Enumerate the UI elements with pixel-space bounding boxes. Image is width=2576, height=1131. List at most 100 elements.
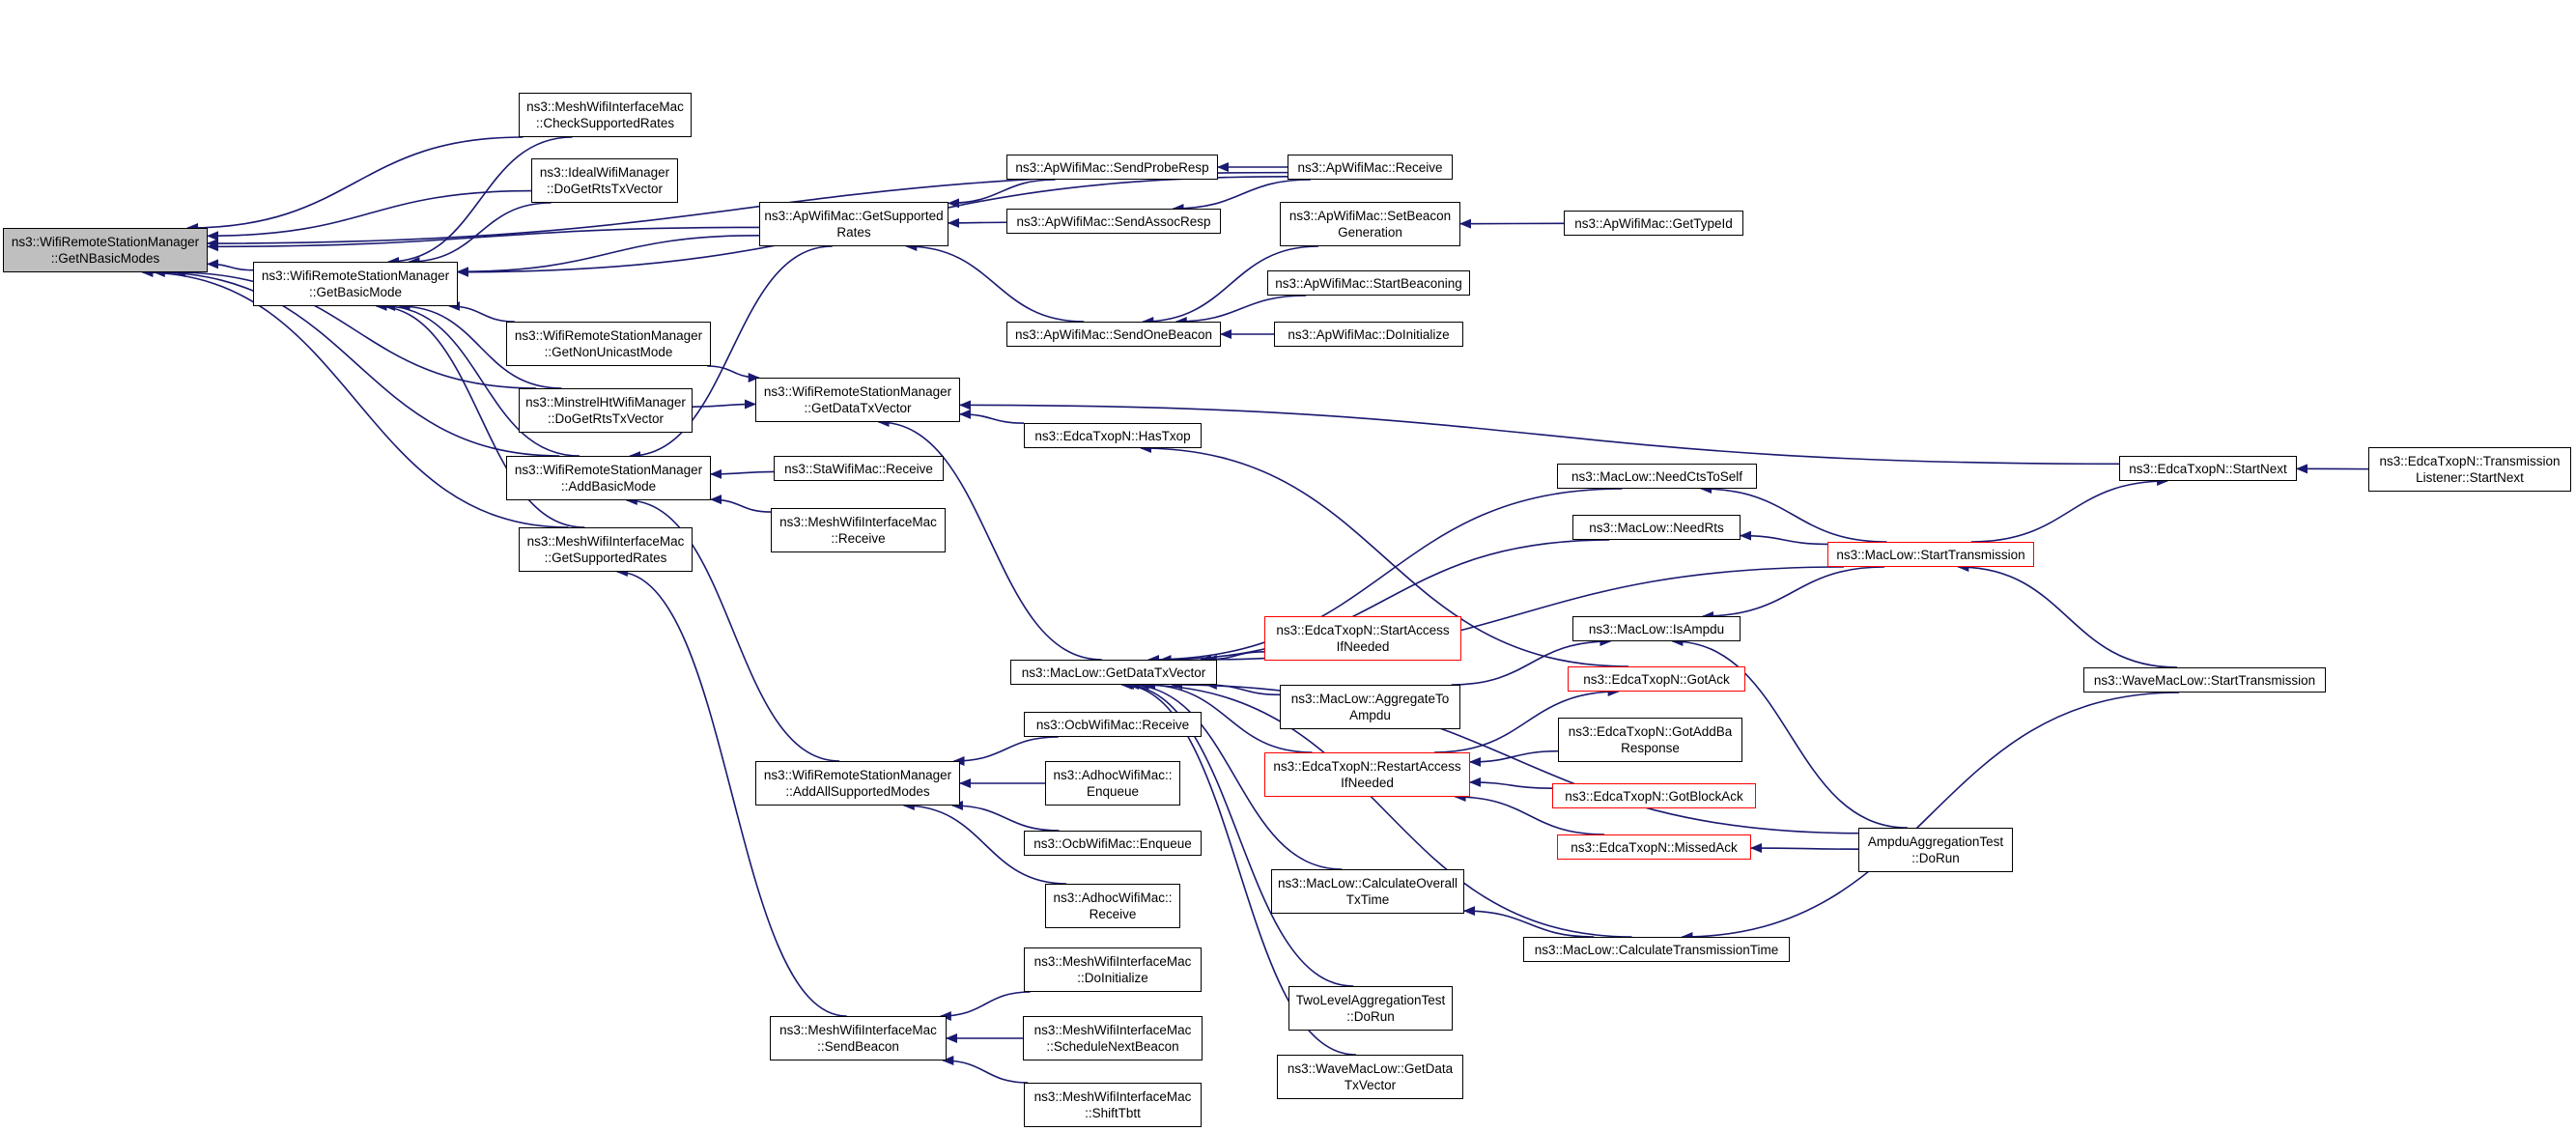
function-node[interactable]: ns3::StaWifiMac::Receive	[774, 456, 944, 481]
function-node[interactable]: ns3::MacLow::NeedCtsToSelf	[1557, 464, 1757, 489]
call-edge	[375, 301, 585, 528]
function-node[interactable]: TwoLevelAggregationTest::DoRun	[1288, 986, 1453, 1031]
call-edge	[186, 136, 524, 233]
function-node-label: ::AddBasicMode	[560, 479, 657, 494]
function-node-label: ns3::EdcaTxopN::GotBlockAck	[1565, 788, 1743, 804]
call-edge	[398, 301, 562, 389]
function-node[interactable]: ns3::MeshWifiInterfaceMac::GetSupportedR…	[519, 527, 693, 572]
function-node[interactable]: AmpduAggregationTest::DoRun	[1858, 828, 2013, 872]
function-node[interactable]: ns3::WaveMacLow::StartTransmission	[2083, 667, 2326, 693]
function-node[interactable]: ns3::EdcaTxopN::StartNext	[2119, 456, 2297, 481]
call-edge	[1671, 636, 1908, 829]
function-node-label: ::GetNonUnicastMode	[544, 345, 673, 359]
function-node[interactable]: ns3::MeshWifiInterfaceMac::ShiftTbtt	[1024, 1083, 1202, 1127]
function-node[interactable]: ns3::MeshWifiInterfaceMac::ScheduleNextB…	[1023, 1016, 1203, 1060]
function-node[interactable]: ns3::MacLow::IsAmpdu	[1572, 616, 1741, 641]
function-node-label: ::AddAllSupportedModes	[785, 784, 930, 799]
call-edge	[1970, 476, 2169, 543]
function-node-label: ::GetDataTxVector	[804, 401, 912, 415]
function-node-label: ::DoGetRtsTxVector	[546, 182, 664, 196]
function-node[interactable]: ns3::EdcaTxopN::GotBlockAck	[1552, 783, 1756, 808]
function-node-label: ns3::ApWifiMac::Receive	[1297, 159, 1443, 175]
function-node[interactable]: ns3::WifiRemoteStationManager::GetBasicM…	[253, 262, 458, 306]
function-node[interactable]: ns3::ApWifiMac::GetTypeId	[1564, 211, 1743, 236]
call-edge	[1451, 636, 1612, 686]
function-node-label: ::Receive	[831, 531, 886, 546]
function-node[interactable]: ns3::WifiRemoteStationManager::GetNonUni…	[506, 322, 711, 366]
function-node[interactable]: ns3::MacLow::CalculateTransmissionTime	[1523, 937, 1790, 962]
function-node-label: ns3::MacLow::NeedRts	[1589, 520, 1724, 535]
function-node-label: ::ShiftTbtt	[1085, 1106, 1141, 1120]
function-node-label: IfNeeded	[1336, 639, 1390, 654]
function-node[interactable]: ns3::MinstrelHtWifiManager::DoGetRtsTxVe…	[519, 388, 693, 433]
function-node[interactable]: ns3::EdcaTxopN::GotAck	[1568, 666, 1745, 692]
function-node[interactable]: ns3::AdhocWifiMac::Enqueue	[1045, 761, 1180, 806]
function-node[interactable]: ns3::EdcaTxopN::MissedAck	[1557, 834, 1751, 860]
function-node-label: ns3::WifiRemoteStationManager	[261, 269, 450, 283]
call-edge	[959, 400, 2120, 466]
function-node[interactable]: ns3::WifiRemoteStationManager::AddAllSup…	[755, 761, 960, 806]
function-node[interactable]: ns3::OcbWifiMac::Enqueue	[1024, 831, 1202, 856]
call-edge	[153, 268, 560, 457]
call-edge	[710, 495, 772, 513]
function-node[interactable]: ns3::ApWifiMac::SendAssocResp	[1006, 209, 1221, 234]
function-node-label: ns3::ApWifiMac::SendProbeResp	[1015, 159, 1209, 175]
function-node-label: ns3::WifiRemoteStationManager	[514, 463, 703, 477]
function-node[interactable]: ns3::EdcaTxopN::HasTxop	[1024, 423, 1202, 448]
call-edge	[1127, 680, 1343, 870]
function-node[interactable]: ns3::ApWifiMac::DoInitialize	[1274, 322, 1463, 347]
function-node-label: AmpduAggregationTest	[1867, 834, 2004, 849]
function-node-label: ns3::StaWifiMac::Receive	[784, 461, 933, 476]
call-edge	[1681, 692, 2180, 942]
function-node[interactable]: ns3::MeshWifiInterfaceMac::DoInitialize	[1024, 947, 1202, 992]
function-node-label: ns3::ApWifiMac::GetTypeId	[1574, 215, 1733, 231]
function-node-label: ns3::MacLow::NeedCtsToSelf	[1571, 468, 1743, 484]
function-node[interactable]: ns3::MacLow::StartTransmission	[1827, 542, 2034, 567]
function-node-label: ns3::MacLow::IsAmpdu	[1588, 621, 1725, 636]
function-node-label: TxVector	[1344, 1078, 1397, 1092]
function-node[interactable]: ns3::MeshWifiInterfaceMac::CheckSupporte…	[519, 93, 692, 137]
function-node[interactable]: ns3::MacLow::NeedRts	[1572, 515, 1741, 540]
function-node-label: ns3::OcbWifiMac::Receive	[1035, 717, 1190, 732]
function-node-label: ns3::EdcaTxopN::StartAccess	[1276, 623, 1450, 637]
function-node[interactable]: ns3::MeshWifiInterfaceMac::Receive	[771, 508, 946, 552]
call-edge	[1957, 562, 2178, 668]
function-node[interactable]: ns3::WifiRemoteStationManager::GetNBasic…	[3, 228, 208, 272]
call-edge	[1137, 680, 1632, 938]
function-node[interactable]: ns3::ApWifiMac::StartBeaconing	[1267, 270, 1470, 296]
function-node-label: ns3::EdcaTxopN::GotAddBa	[1568, 724, 1733, 739]
function-node[interactable]: ns3::MeshWifiInterfaceMac::SendBeacon	[770, 1016, 947, 1060]
call-edge	[207, 259, 254, 271]
function-node[interactable]: ns3::OcbWifiMac::Receive	[1024, 712, 1202, 737]
call-edge	[902, 801, 1067, 885]
function-node[interactable]: ns3::WifiRemoteStationManager::GetDataTx…	[755, 378, 960, 422]
function-node-label: TxTime	[1345, 892, 1390, 907]
call-edge	[386, 136, 573, 267]
function-node[interactable]: ns3::WifiRemoteStationManager::AddBasicM…	[506, 456, 711, 500]
call-edge	[877, 417, 1102, 661]
function-node-label: Ampdu	[1349, 708, 1391, 722]
call-edge	[1740, 530, 1828, 546]
call-edge	[939, 991, 1031, 1021]
function-node[interactable]: ns3::ApWifiMac::SendProbeResp	[1006, 155, 1218, 180]
function-node[interactable]: ns3::AdhocWifiMac::Receive	[1045, 884, 1180, 928]
function-node-label: ns3::MeshWifiInterfaceMac	[779, 1023, 937, 1037]
function-node-label: Receive	[1089, 907, 1137, 921]
call-edge	[1469, 777, 1553, 789]
function-node-label: ns3::EdcaTxopN::Transmission	[2379, 454, 2561, 468]
function-node-label: ::GetNBasicModes	[50, 251, 160, 266]
function-node[interactable]: ns3::MacLow::GetDataTxVector	[1010, 660, 1217, 685]
function-node[interactable]: ns3::IdealWifiManager::DoGetRtsTxVector	[531, 158, 678, 203]
function-node-label: ns3::EdcaTxopN::RestartAccess	[1273, 759, 1461, 774]
function-node[interactable]: ns3::ApWifiMac::SendOneBeacon	[1006, 322, 1221, 347]
function-node[interactable]: ns3::ApWifiMac::Receive	[1288, 155, 1453, 180]
